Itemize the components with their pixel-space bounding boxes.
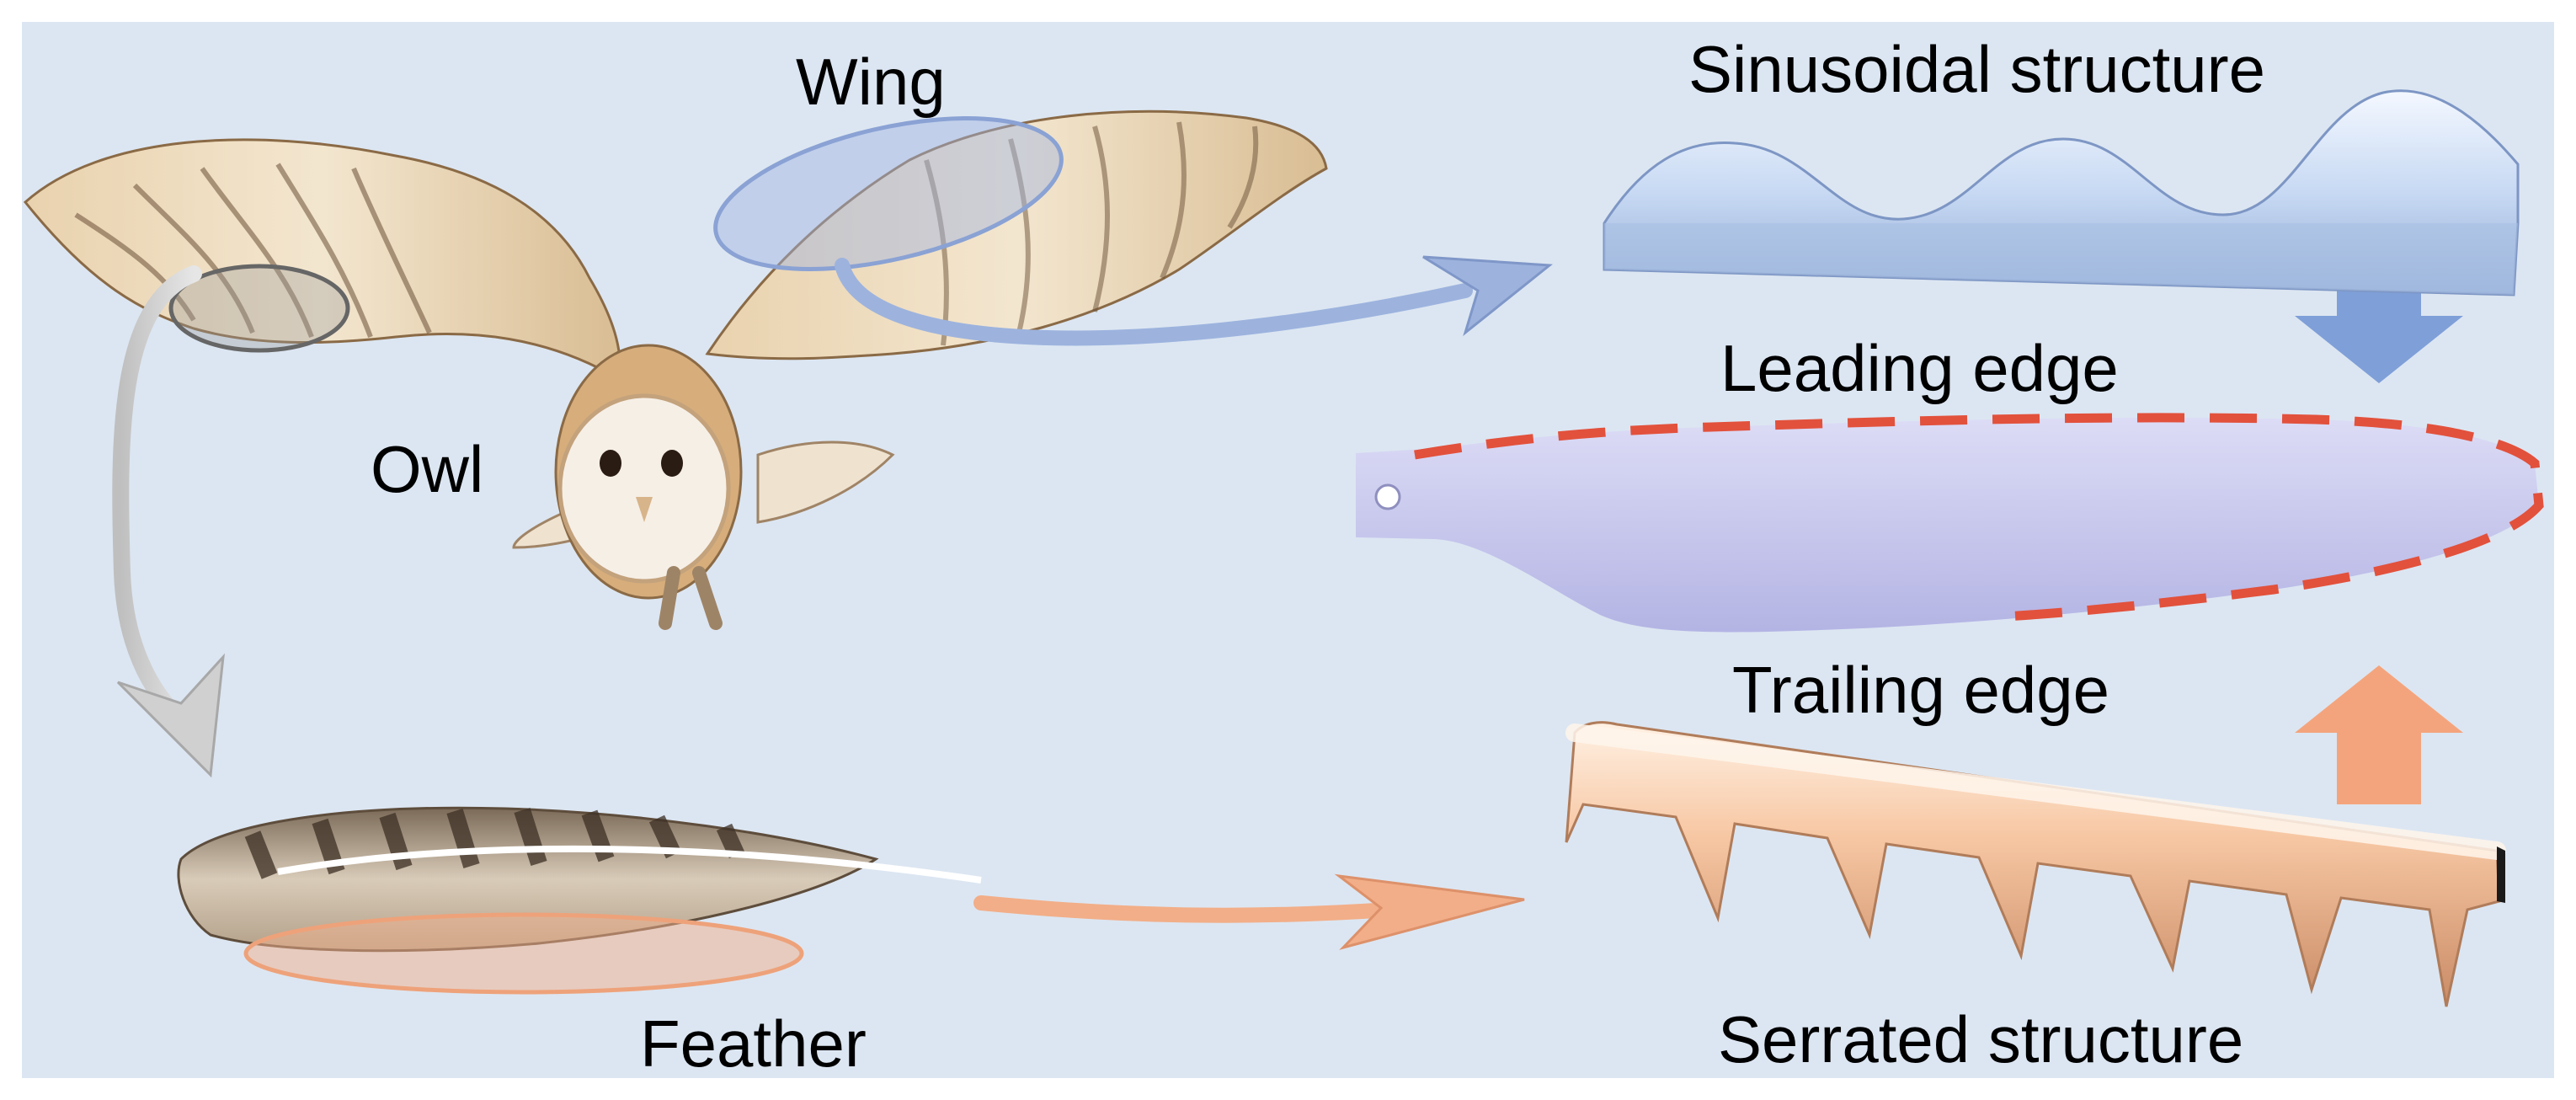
owl-tail: [756, 441, 895, 524]
sinusoidal-structure-label: Sinusoidal structure: [1688, 32, 2266, 106]
leading-edge-label: Leading edge: [1720, 331, 2119, 405]
owl-left-wing: [23, 138, 621, 382]
serrated-structure: [1565, 721, 2506, 1007]
feather-to-serrated-arrow: [973, 873, 1525, 950]
owl-to-feather-arrow: [112, 265, 225, 778]
owl-beak: [636, 497, 653, 522]
owl-right-eye: [661, 450, 683, 477]
wing-to-sinusoidal-arrow: [835, 255, 1553, 346]
owl-left-eye: [600, 450, 621, 477]
owl-feather-region-ellipse: [168, 264, 350, 353]
trailing-edge-label: Trailing edge: [1732, 653, 2110, 727]
blade-hub-hole: [1374, 483, 1401, 510]
feather-shaft: [277, 845, 982, 884]
serrated-structure-label: Serrated structure: [1718, 1002, 2244, 1076]
wing-label: Wing: [796, 45, 946, 119]
owl-feet: [659, 566, 723, 630]
wing-highlight-ellipse: [713, 116, 1064, 271]
feather-label: Feather: [640, 1007, 867, 1081]
owl-left-wing-bars: [74, 163, 432, 339]
leading-edge-dashed-line: [1414, 413, 2544, 622]
owl-label: Owl: [371, 432, 484, 506]
owl-illustration: [23, 109, 1328, 630]
fan-blade: [1356, 413, 2544, 633]
up-arrow: [2295, 665, 2463, 804]
feather-illustration: [177, 806, 982, 953]
feather-highlight-ellipse: [243, 912, 804, 995]
owl-right-wing-bars: [924, 121, 1259, 346]
owl-face: [557, 393, 731, 584]
serrated-top-bar: [1565, 724, 2506, 860]
serrated-end-cap: [2497, 846, 2505, 903]
sinusoidal-structure: [1603, 89, 2520, 296]
